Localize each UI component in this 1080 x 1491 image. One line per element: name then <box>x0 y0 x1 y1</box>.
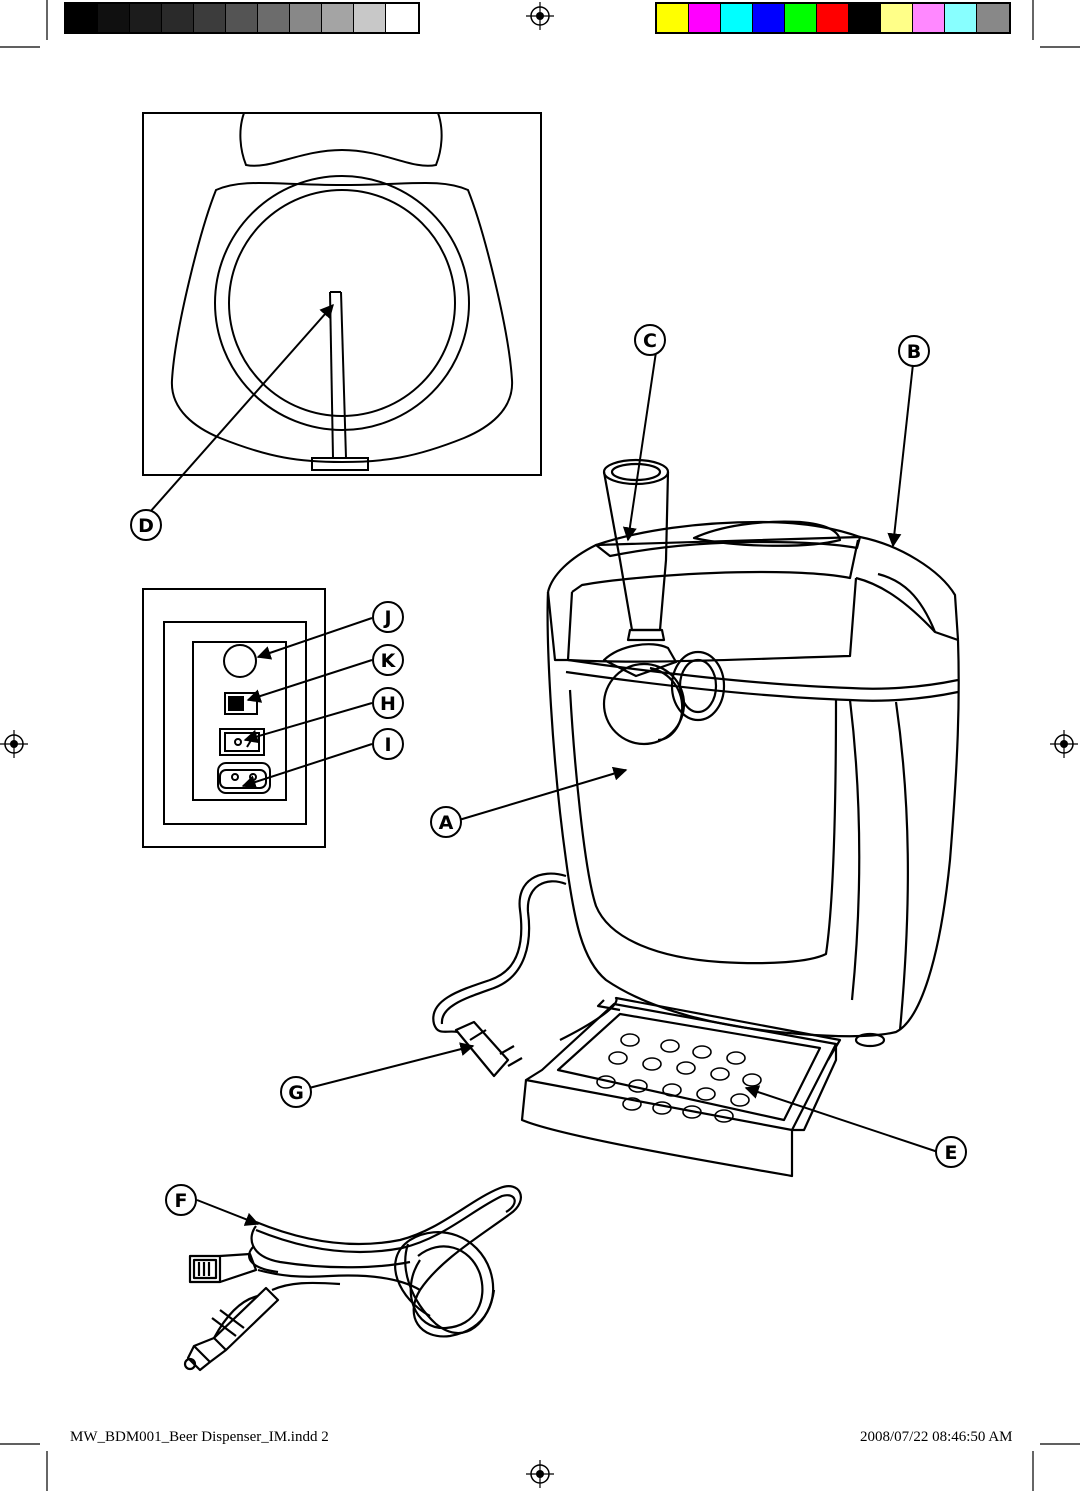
callout-labels: C B D J K H I A G E F <box>130 324 967 1216</box>
color-swatch <box>657 4 689 32</box>
svg-text:D: D <box>138 515 154 537</box>
svg-text:B: B <box>907 341 921 363</box>
grayscale-swatch <box>162 4 194 32</box>
svg-text:H: H <box>380 693 396 715</box>
svg-text:G: G <box>288 1082 304 1104</box>
grayscale-registration-bar <box>64 2 420 34</box>
beer-dispenser-illustration <box>432 458 960 1178</box>
callout-b: B <box>898 335 930 367</box>
registration-target-top <box>525 1 555 31</box>
car-adapter-cable <box>183 1185 522 1372</box>
color-swatch <box>721 4 753 32</box>
callout-j: J <box>372 601 404 633</box>
callout-f: F <box>165 1184 197 1216</box>
color-swatch <box>753 4 785 32</box>
color-swatch <box>817 4 849 32</box>
callout-e: E <box>935 1136 967 1168</box>
callout-h: H <box>372 687 404 719</box>
color-registration-bar <box>655 2 1011 34</box>
registration-target-bottom <box>525 1459 555 1489</box>
callout-k: K <box>372 644 404 676</box>
grayscale-swatch <box>354 4 386 32</box>
registration-target-right <box>1049 729 1079 759</box>
color-swatch <box>977 4 1009 32</box>
svg-text:C: C <box>643 330 657 352</box>
grayscale-swatch <box>386 4 418 32</box>
grayscale-swatch <box>226 4 258 32</box>
registration-target-left <box>0 729 29 759</box>
svg-text:A: A <box>439 812 454 834</box>
svg-text:E: E <box>945 1142 958 1164</box>
svg-text:I: I <box>384 734 391 756</box>
color-swatch <box>913 4 945 32</box>
footer-timestamp: 2008/07/22 08:46:50 AM <box>860 1429 1013 1445</box>
callout-arrows <box>196 351 939 1226</box>
grayscale-swatch <box>290 4 322 32</box>
grayscale-swatch <box>194 4 226 32</box>
callout-i: I <box>372 728 404 760</box>
grayscale-swatch <box>98 4 130 32</box>
callout-d: D <box>130 509 162 541</box>
color-swatch <box>689 4 721 32</box>
color-swatch <box>849 4 881 32</box>
callout-g: G <box>280 1076 312 1108</box>
grayscale-swatch <box>66 4 98 32</box>
color-swatch <box>881 4 913 32</box>
svg-text:F: F <box>175 1190 188 1212</box>
svg-text:K: K <box>381 650 397 672</box>
color-swatch <box>785 4 817 32</box>
grayscale-swatch <box>258 4 290 32</box>
grayscale-swatch <box>130 4 162 32</box>
color-swatch <box>945 4 977 32</box>
callout-a: A <box>430 806 462 838</box>
keg-compartment-inset <box>142 112 542 513</box>
rear-panel-inset <box>142 588 373 848</box>
svg-text:J: J <box>382 607 391 629</box>
footer-filename: MW_BDM001_Beer Dispenser_IM.indd 2 <box>70 1429 329 1445</box>
grayscale-swatch <box>322 4 354 32</box>
callout-c: C <box>634 324 666 356</box>
